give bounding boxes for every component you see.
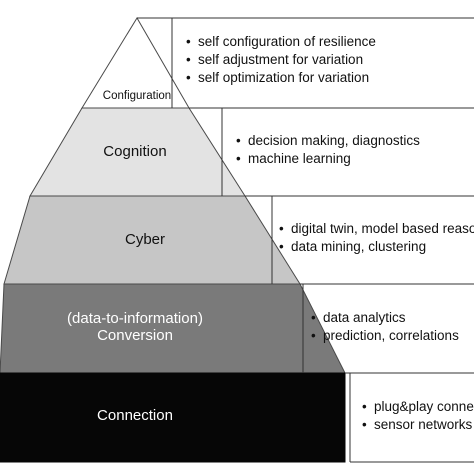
- conversion-label: (data-to-information) Conversion: [40, 310, 230, 345]
- configuration-bullets: self configuration of resilience self ad…: [186, 33, 376, 87]
- connection-label: Connection: [97, 407, 173, 424]
- bullet-item: prediction, correlations: [311, 327, 459, 345]
- configuration-label: Configuration: [102, 90, 172, 102]
- cognition-bullets: decision making, diagnostics machine lea…: [236, 132, 420, 168]
- conversion-bullets-clip: data analytics prediction, correlations: [311, 309, 474, 351]
- configuration-bullets-clip: self configuration of resilience self ad…: [186, 33, 474, 93]
- cognition-bullets-clip: decision making, diagnostics machine lea…: [236, 132, 474, 174]
- bullet-item: plug&play connection: [362, 398, 474, 416]
- bullet-item: self configuration of resilience: [186, 33, 376, 51]
- bullet-item: sensor networks: [362, 416, 474, 434]
- bullet-item: self adjustment for variation: [186, 51, 376, 69]
- cyber-label: Cyber: [124, 231, 165, 248]
- bullet-item: data mining, clustering: [279, 238, 474, 256]
- cyber-bullets-clip: digital twin, model based reasoning data…: [279, 220, 474, 262]
- connection-bullets-clip: plug&play connection sensor networks: [362, 398, 474, 440]
- connection-bullets: plug&play connection sensor networks: [362, 398, 474, 434]
- bullet-item: decision making, diagnostics: [236, 132, 420, 150]
- bullet-item: machine learning: [236, 150, 420, 168]
- bullet-item: digital twin, model based reasoning: [279, 220, 474, 238]
- connection-layer: [0, 372, 346, 463]
- conversion-label-line1: (data-to-information): [67, 310, 203, 327]
- bullet-item: data analytics: [311, 309, 459, 327]
- bullet-item: self optimization for variation: [186, 69, 376, 87]
- conversion-bullets: data analytics prediction, correlations: [311, 309, 459, 345]
- conversion-label-line2: Conversion: [97, 327, 173, 345]
- cyber-bullets: digital twin, model based reasoning data…: [279, 220, 474, 256]
- cognition-label: Cognition: [103, 143, 167, 160]
